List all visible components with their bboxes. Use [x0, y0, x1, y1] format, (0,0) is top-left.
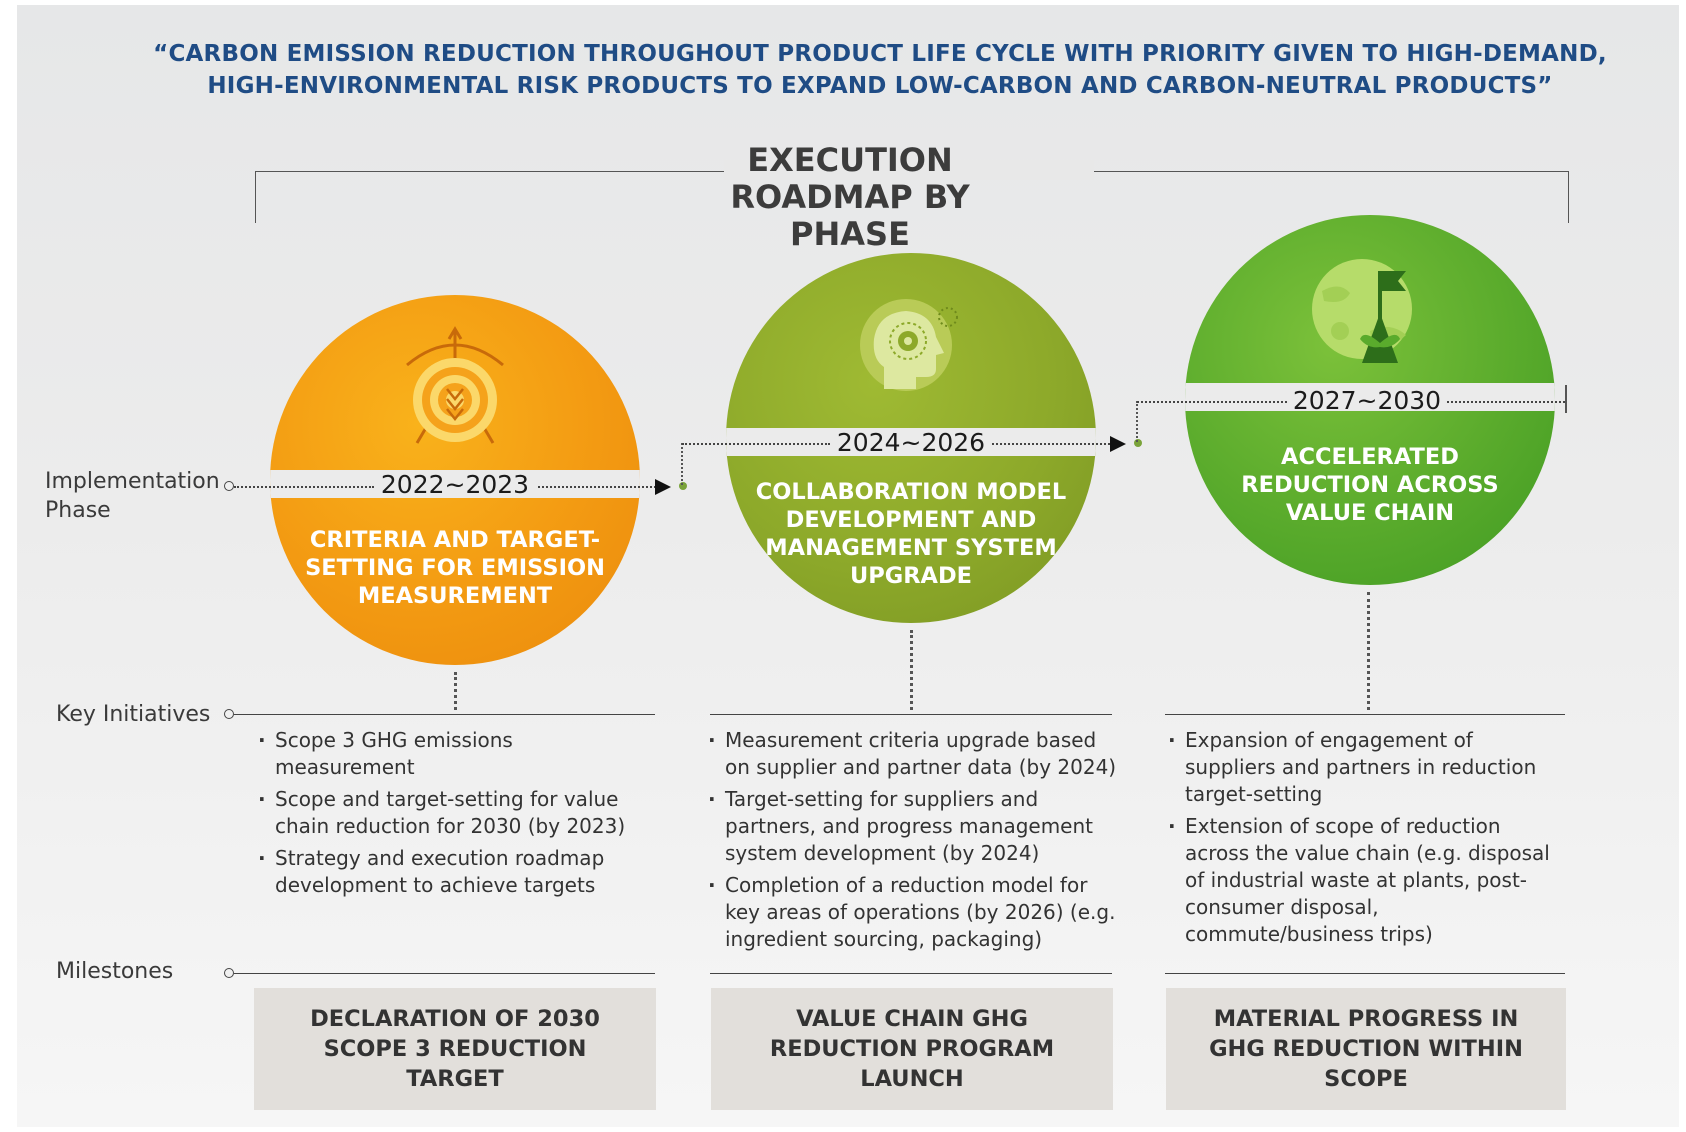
list-item: Scope 3 GHG emissions measurement [258, 727, 658, 781]
arrow-icon-1 [655, 479, 671, 495]
head-gear-icon [860, 299, 958, 391]
initiatives-list-3: Expansion of engagement of suppliers and… [1168, 727, 1568, 953]
initiatives-ring-marker [224, 709, 234, 719]
roadmap-title: EXECUTION ROADMAP BY PHASE [730, 141, 970, 253]
initiatives-rule-2 [710, 714, 1112, 715]
drop-line-2 [910, 630, 913, 710]
phase-title-1: CRITERIA AND TARGET-SETTING FOR EMISSION… [305, 527, 605, 609]
connector-phase-2-left [682, 443, 830, 445]
connector-riser-1 [681, 443, 683, 485]
list-item: Scope and target-setting for value chain… [258, 786, 658, 840]
row-label-initiatives: Key Initiatives [56, 702, 211, 727]
drop-line-1 [454, 672, 457, 710]
list-item: Target-setting for suppliers and partner… [708, 786, 1118, 867]
implementation-ring-marker [224, 481, 234, 491]
milestone-text-2: VALUE CHAIN GHG REDUCTION PROGRAM LAUNCH [769, 1006, 1055, 1092]
drop-line-3 [1367, 592, 1370, 710]
milestone-text-1: DECLARATION OF 2030 SCOPE 3 REDUCTION TA… [310, 1006, 600, 1092]
phase-title-3: ACCELERATED REDUCTION ACROSS VALUE CHAIN [1241, 444, 1499, 526]
connector-end-tick [1565, 385, 1567, 413]
milestones-rule-2 [710, 973, 1112, 974]
list-item: Expansion of engagement of suppliers and… [1168, 727, 1568, 808]
milestone-text-3: MATERIAL PROGRESS IN GHG REDUCTION WITHI… [1209, 1006, 1523, 1092]
list-item: Extension of scope of reduction across t… [1168, 813, 1568, 948]
initiatives-rule-3 [1165, 714, 1565, 715]
list-item: Completion of a reduction model for key … [708, 872, 1118, 953]
list-item: Strategy and execution roadmap developme… [258, 845, 658, 899]
list-item: Measurement criteria upgrade based on su… [708, 727, 1118, 781]
connector-phase-3-left [1137, 401, 1287, 403]
connector-riser-2 [1136, 401, 1138, 442]
phase-circle-1: CRITERIA AND TARGET-SETTING FOR EMISSION… [270, 295, 640, 665]
arrow-icon-2 [1110, 436, 1126, 452]
connector-phase-2-right [992, 443, 1110, 445]
connector-phase-3-right [1447, 401, 1565, 403]
connector-dot-1 [679, 482, 687, 490]
phase-band-1 [270, 470, 640, 498]
globe-flag-sprout-icon [1312, 259, 1412, 363]
row-label-milestones: Milestones [56, 959, 174, 984]
initiatives-rule-leader [234, 714, 655, 715]
milestones-rule-3 [1165, 973, 1565, 974]
initiatives-list-2: Measurement criteria upgrade based on su… [708, 727, 1118, 958]
phase-band-2 [726, 428, 1096, 456]
milestone-box-1: DECLARATION OF 2030 SCOPE 3 REDUCTION TA… [254, 988, 656, 1110]
phase-years-3: 2027~2030 [1292, 386, 1442, 415]
phase-band-3 [1185, 383, 1555, 411]
milestones-rule-leader [234, 973, 655, 974]
phase-circle-2: COLLABORATION MODEL DEVELOPMENT AND MANA… [726, 253, 1096, 623]
title-bracket-gap [724, 160, 1094, 180]
phase-years-2: 2024~2026 [836, 428, 986, 457]
initiatives-list-1: Scope 3 GHG emissions measurement Scope … [258, 727, 658, 904]
milestone-box-3: MATERIAL PROGRESS IN GHG REDUCTION WITHI… [1166, 988, 1566, 1110]
milestone-box-2: VALUE CHAIN GHG REDUCTION PROGRAM LAUNCH [711, 988, 1113, 1110]
connector-phase-1-left [234, 486, 374, 488]
phase-years-1: 2022~2023 [380, 470, 530, 499]
connector-dot-2 [1134, 439, 1142, 447]
row-label-implementation: Implementation Phase [45, 469, 220, 523]
milestones-ring-marker [224, 968, 234, 978]
phase-circle-3: ACCELERATED REDUCTION ACROSS VALUE CHAIN [1185, 215, 1555, 585]
target-arrow-icon [406, 326, 504, 444]
connector-phase-1-right [538, 486, 656, 488]
headline-quote: “CARBON EMISSION REDUCTION THROUGHOUT PR… [153, 41, 1607, 99]
phase-title-2: COLLABORATION MODEL DEVELOPMENT AND MANA… [755, 479, 1067, 589]
